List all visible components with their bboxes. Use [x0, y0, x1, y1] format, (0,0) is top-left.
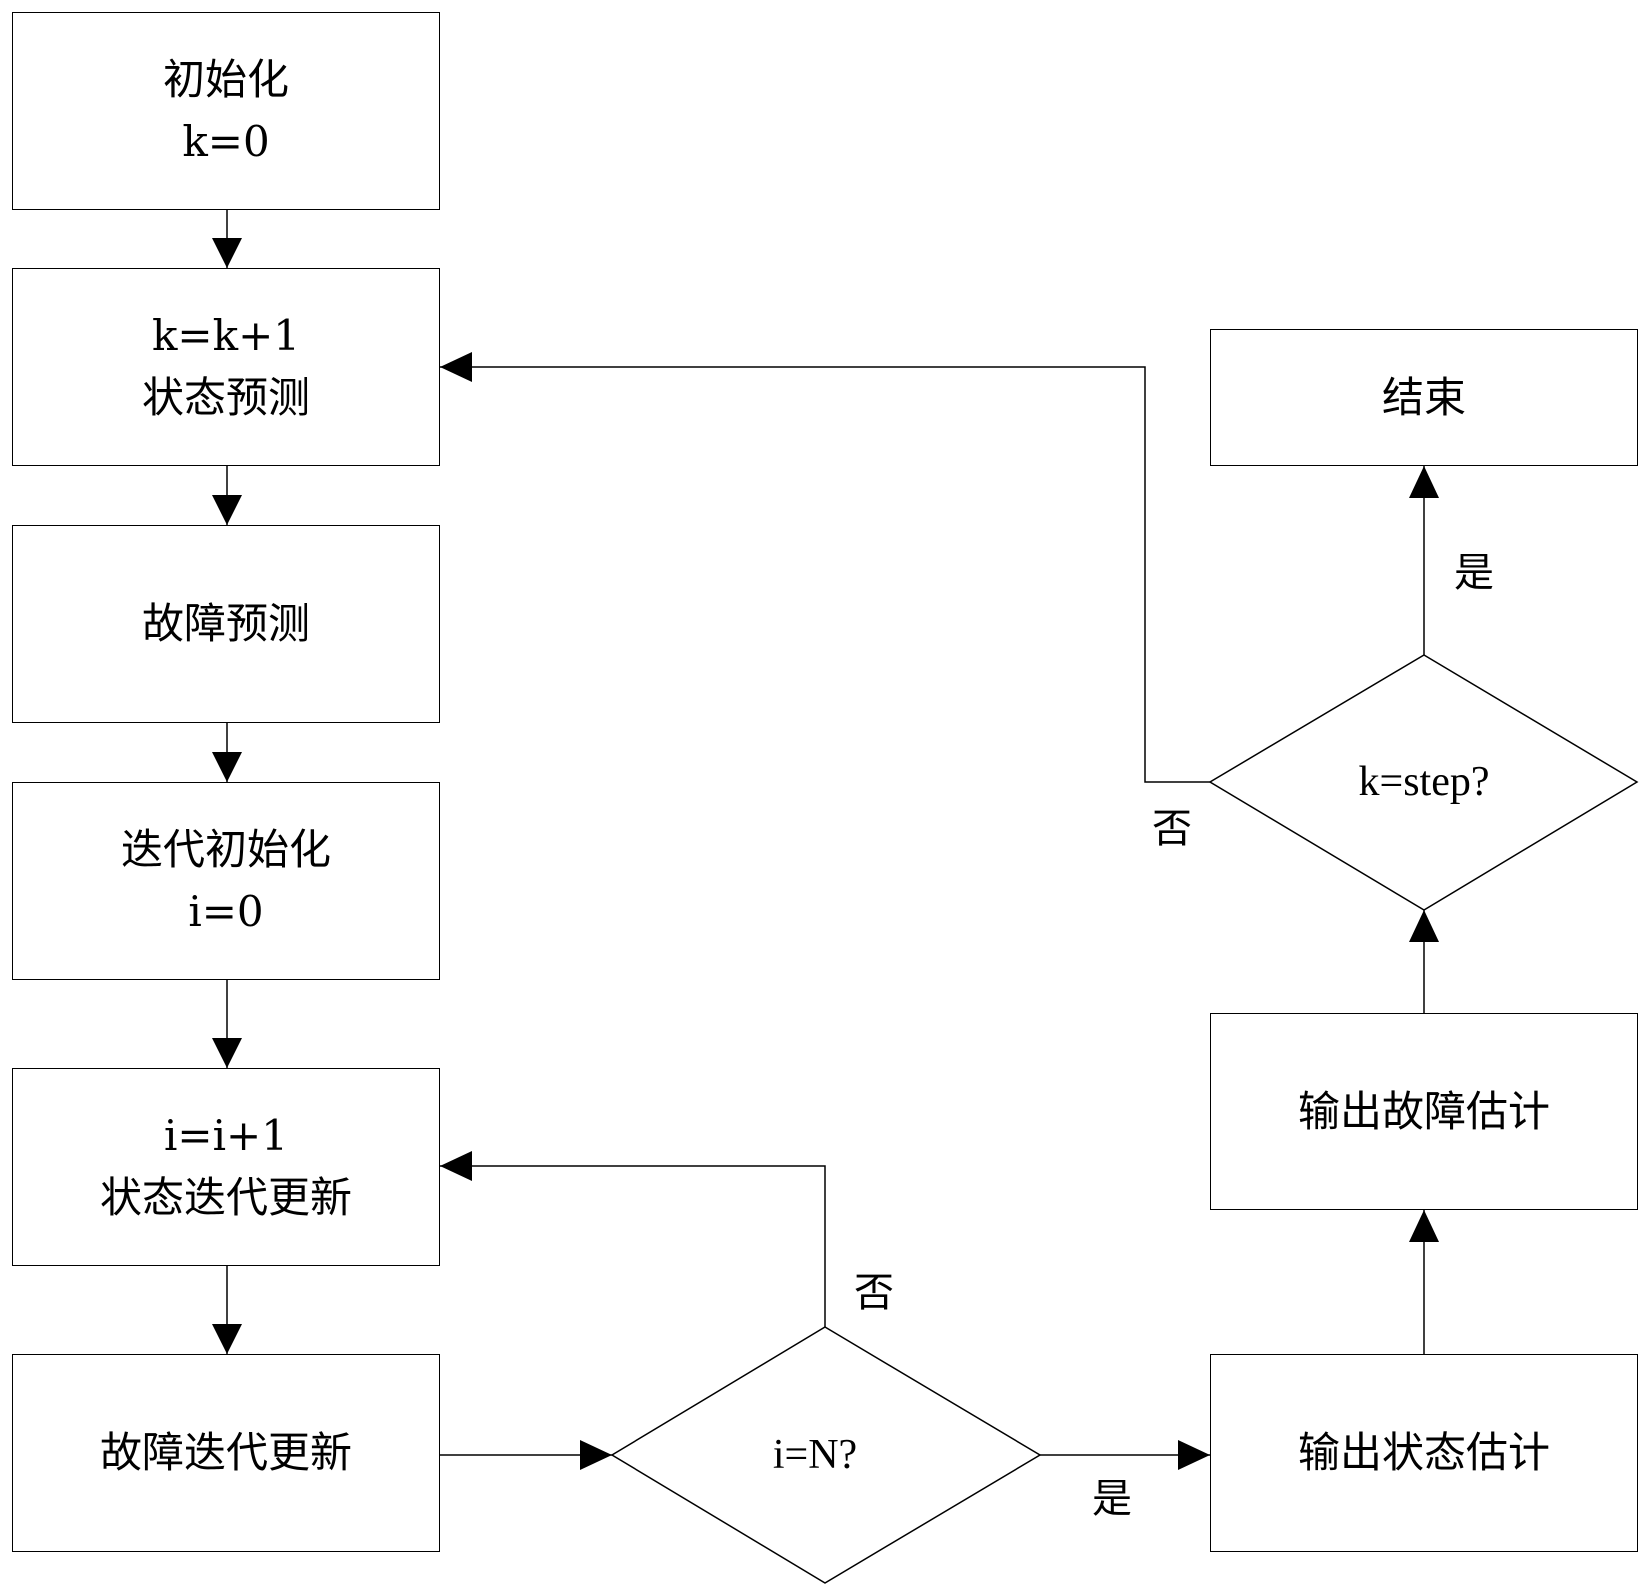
- output-fault-line1: 输出故障估计: [1297, 1086, 1550, 1136]
- arrowhead: [212, 1038, 242, 1068]
- output-fault-box: 输出故障估计: [1210, 1013, 1638, 1210]
- fault-iter-update-line1: 故障迭代更新: [99, 1428, 352, 1477]
- arrowhead: [580, 1440, 612, 1470]
- iter-init-box: 迭代初始化 i=0: [12, 782, 440, 980]
- init-line2: k=0: [182, 117, 270, 166]
- edge-label-k-yes: 是: [1454, 550, 1494, 596]
- decision-diamond-i: [610, 1326, 1042, 1584]
- decision-i-text: i=N?: [772, 1432, 858, 1478]
- output-state-line1: 输出状态估计: [1297, 1428, 1550, 1477]
- edge-decision-k-no: [440, 366, 1210, 783]
- edge-label-i-no: 否: [854, 1270, 894, 1316]
- state-iter-update-box: i=i+1 状态迭代更新: [12, 1068, 440, 1266]
- end-box: 结束: [1210, 329, 1638, 466]
- arrowhead: [212, 495, 242, 525]
- decision-k-text: k=step?: [1358, 759, 1490, 805]
- edge-decision-i-no: [440, 1165, 826, 1327]
- arrowhead: [1178, 1440, 1210, 1470]
- init-box: 初始化 k=0: [12, 12, 440, 210]
- decision-diamond-k: [1208, 654, 1639, 911]
- arrowhead: [440, 352, 472, 382]
- arrowhead: [1409, 910, 1439, 942]
- arrowhead: [212, 238, 242, 268]
- edge-label-i-yes: 是: [1092, 1476, 1132, 1522]
- iter-init-line1: 迭代初始化: [120, 825, 331, 874]
- output-state-box: 输出状态估计: [1210, 1354, 1638, 1552]
- fault-predict-box: 故障预测: [12, 525, 440, 723]
- state-iter-update-line2: 状态迭代更新: [99, 1173, 352, 1222]
- state-iter-update-line1: i=i+1: [164, 1111, 288, 1160]
- fault-iter-update-box: 故障迭代更新: [12, 1354, 440, 1552]
- iter-init-line2: i=0: [188, 887, 264, 936]
- end-line1: 结束: [1381, 372, 1466, 422]
- state-predict-line1: k=k+1: [151, 311, 300, 360]
- state-predict-box: k=k+1 状态预测: [12, 268, 440, 466]
- fault-predict-line1: 故障预测: [141, 599, 310, 648]
- arrowhead: [212, 1324, 242, 1354]
- state-predict-line2: 状态预测: [141, 373, 310, 422]
- arrowhead: [1409, 1210, 1439, 1242]
- edge-label-k-no: 否: [1152, 806, 1192, 852]
- arrowhead: [440, 1151, 472, 1181]
- arrowhead: [1409, 466, 1439, 498]
- arrowhead: [212, 752, 242, 782]
- init-line1: 初始化: [162, 55, 289, 104]
